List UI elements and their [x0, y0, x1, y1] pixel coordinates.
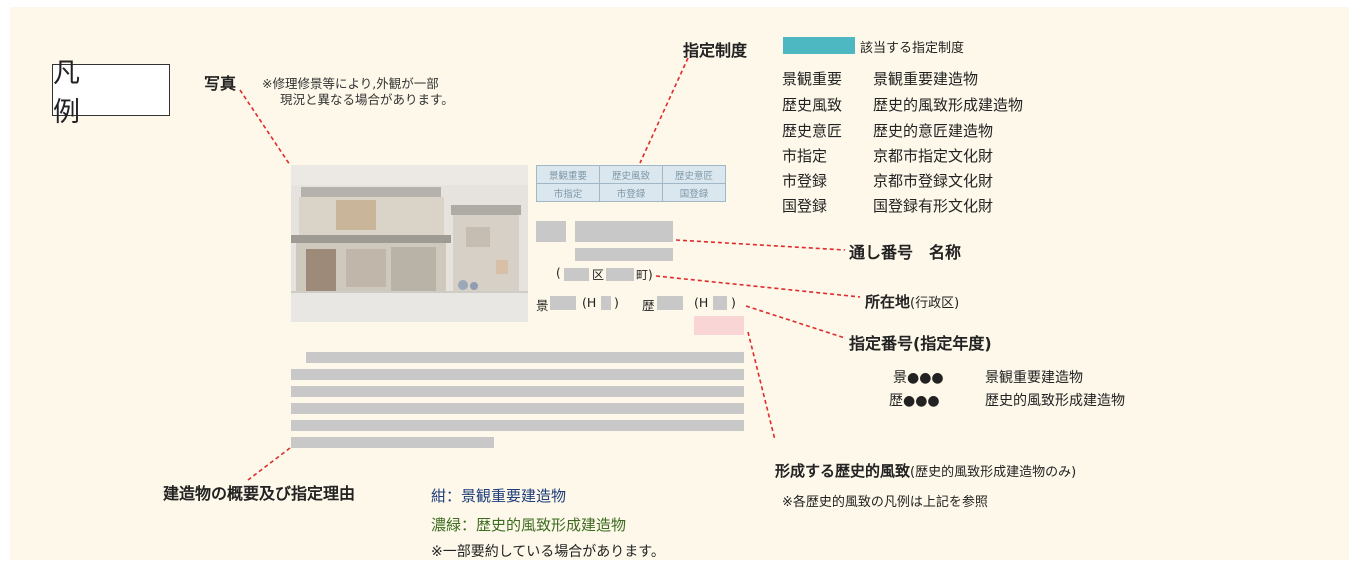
- reki-marks: 歴●●●: [889, 393, 940, 409]
- text-line-placeholder: [291, 369, 744, 380]
- kei-marks: 景●●●: [893, 370, 944, 386]
- designation-row: 歴史風致: [782, 96, 843, 114]
- kei-year-placeholder: [601, 296, 611, 310]
- serial-number-placeholder: [536, 221, 566, 242]
- fuchi-label: 形成する歴史的風致(歴史的風致形成建造物のみ): [775, 462, 1077, 480]
- serial-name-label: 通し番号 名称: [849, 243, 962, 262]
- reki-year-close: ): [731, 295, 736, 310]
- fuchi-placeholder: [694, 316, 744, 335]
- designation-swatch: [783, 37, 855, 54]
- designation-row: 歴史意匠: [782, 122, 843, 140]
- reki-year-open: (H: [694, 295, 709, 310]
- photo-note-2: 現況と異なる場合があります。: [280, 92, 454, 107]
- legend-title: 凡 例: [52, 58, 170, 128]
- photo-label: 写真: [204, 74, 237, 93]
- tag-cell: 国登録: [662, 183, 726, 202]
- designation-row: 市指定: [782, 147, 828, 165]
- designation-label: 指定制度: [683, 41, 748, 60]
- reki-year-placeholder: [713, 296, 727, 310]
- kei-number-placeholder: [550, 296, 576, 310]
- navy-color-note: 紺：景観重要建造物: [431, 487, 567, 505]
- designation-row-full: 国登録有形文化財: [873, 197, 994, 215]
- designation-row: 景観重要: [782, 70, 843, 88]
- designation-tag-grid: 景観重要 歴史風致 歴史意匠 市指定 市登録 国登録: [536, 165, 726, 202]
- designation-row: 市登録: [782, 172, 828, 190]
- text-line-placeholder: [291, 437, 494, 448]
- location-label: 所在地(行政区): [865, 293, 960, 311]
- serial-leader-line: [675, 239, 846, 251]
- overview-label: 建造物の概要及び指定理由: [163, 484, 356, 503]
- summary-note: ※一部要約している場合があります。: [431, 544, 665, 560]
- name-placeholder: [575, 221, 673, 242]
- location-leader-line: [655, 275, 861, 298]
- number-leader-line: [745, 305, 846, 339]
- fuchi-leader-line: [747, 331, 776, 441]
- kei-prefix: 景: [536, 298, 549, 313]
- green-color-note: 濃緑：歴史的風致形成建造物: [431, 516, 627, 534]
- designation-row-full: 歴史的風致形成建造物: [873, 96, 1024, 114]
- kei-desc: 景観重要建造物: [985, 370, 1083, 386]
- address-open: (: [556, 266, 561, 280]
- legend-panel: [10, 7, 1349, 560]
- tag-cell: 市登録: [599, 183, 663, 202]
- fuchi-note: ※各歴史的風致の凡例は上記を参照: [782, 495, 988, 510]
- designation-row-full: 景観重要建造物: [873, 70, 979, 88]
- designation-swatch-label: 該当する指定制度: [860, 41, 965, 56]
- kei-year-close: ): [614, 295, 619, 310]
- kei-year-open: (H: [582, 295, 597, 310]
- text-line-placeholder: [291, 420, 744, 431]
- designation-row-full: 京都市指定文化財: [873, 147, 994, 165]
- text-line-placeholder: [291, 403, 744, 414]
- building-photo: [291, 165, 528, 322]
- photo-leader-line: [239, 89, 291, 166]
- name-reading-placeholder: [575, 248, 673, 261]
- reki-prefix: 歴: [642, 298, 655, 313]
- address-ku: 区: [592, 268, 605, 282]
- designation-leader-line: [639, 57, 689, 164]
- overview-leader-line: [247, 447, 291, 481]
- designation-row-full: 歴史的意匠建造物: [873, 122, 994, 140]
- reki-desc: 歴史的風致形成建造物: [985, 393, 1125, 409]
- text-line-placeholder: [306, 352, 744, 363]
- ward-placeholder: [564, 268, 589, 281]
- town-placeholder: [606, 268, 634, 281]
- photo-note-1: ※修理修景等により,外観が一部: [262, 76, 439, 91]
- number-year-label: 指定番号(指定年度): [849, 334, 992, 353]
- designation-row-full: 京都市登録文化財: [873, 172, 994, 190]
- text-line-placeholder: [291, 386, 744, 397]
- address-machi: 町): [636, 268, 653, 282]
- reki-number-placeholder: [657, 296, 683, 310]
- designation-row: 国登録: [782, 197, 828, 215]
